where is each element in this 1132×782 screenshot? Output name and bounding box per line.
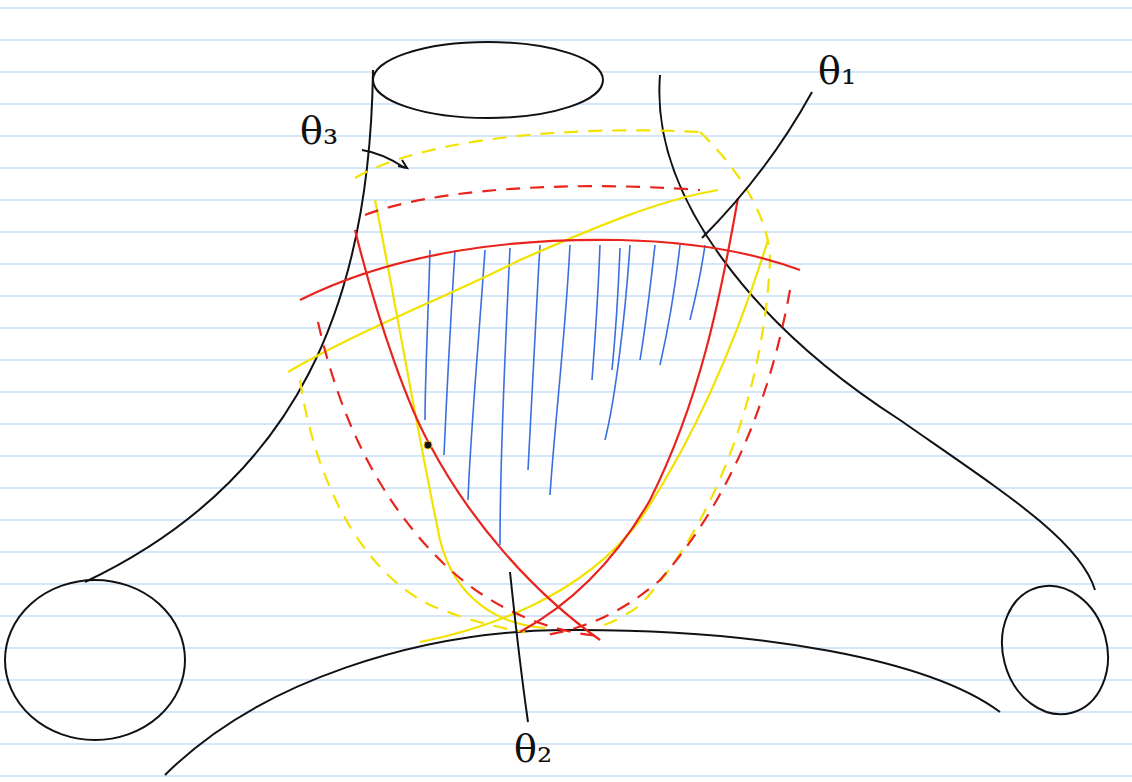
hatching [425, 245, 705, 545]
surface-outline [5, 42, 1122, 775]
leader-lines [362, 92, 812, 722]
red-curves [300, 186, 800, 640]
marked-point [424, 441, 432, 449]
ruled-paper [0, 8, 1132, 776]
angle-label: θ₂ [514, 730, 552, 768]
angle-label: θ₁ [818, 52, 856, 90]
angle-label: θ₃ [300, 112, 338, 150]
yellow-curves [288, 130, 770, 642]
